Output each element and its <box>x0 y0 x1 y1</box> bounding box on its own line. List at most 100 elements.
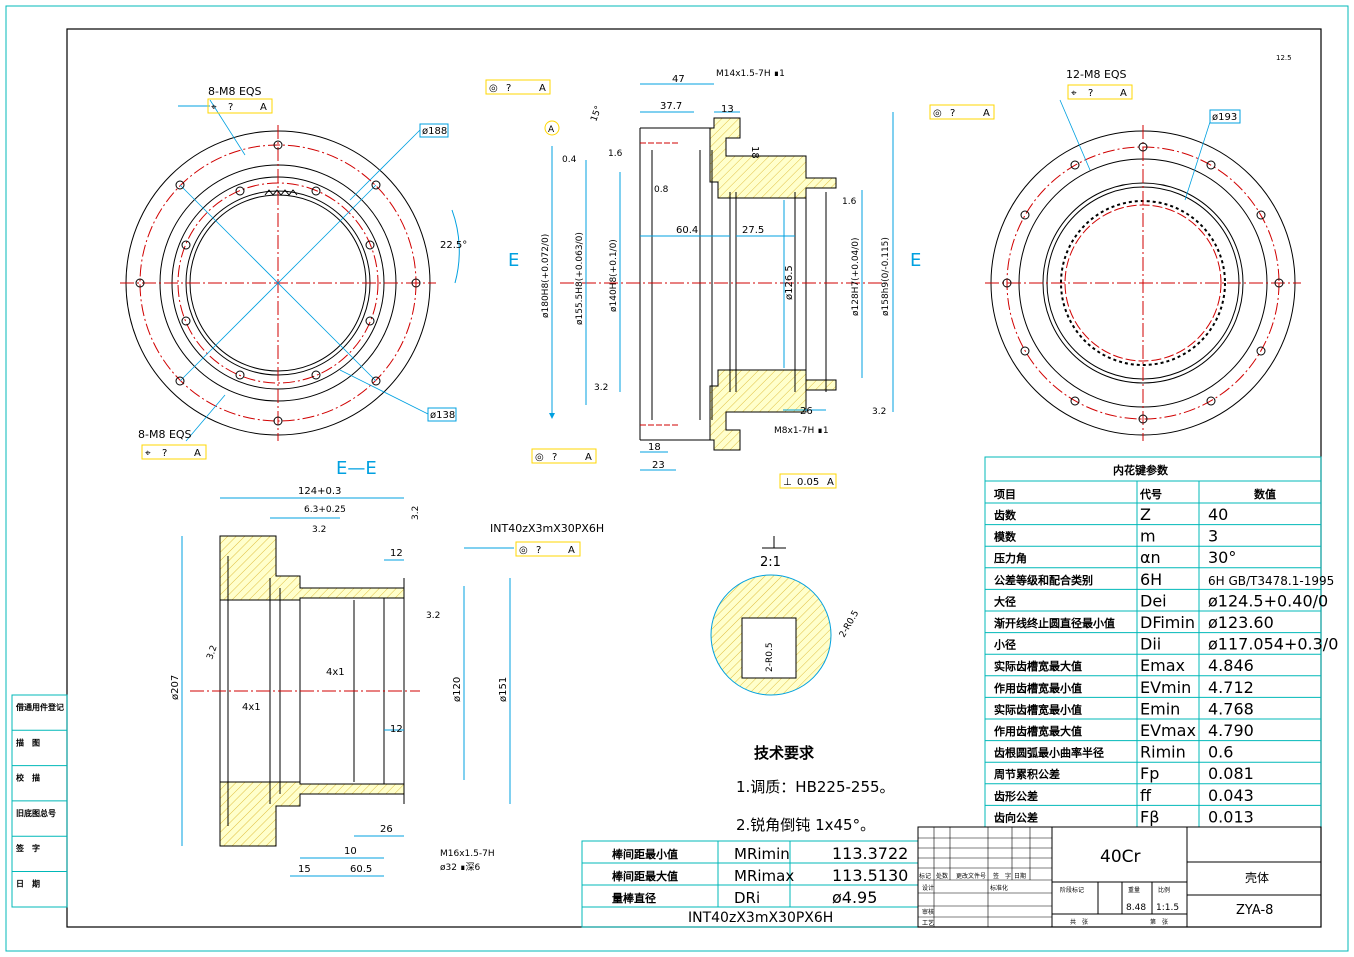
detail-scale: 2:1 <box>760 555 781 570</box>
d604-label: 60.4 <box>676 225 698 236</box>
d13-label: 13 <box>721 104 734 115</box>
angle-label: 22.5° <box>440 240 467 251</box>
spline-row-symbol: m <box>1140 527 1156 546</box>
gtol-val: ? <box>536 545 541 556</box>
spline-row-symbol: Dei <box>1140 591 1167 610</box>
d26-label: 26 <box>800 406 813 417</box>
spline-row-item: 渐开线终止圆直径最小值 <box>994 616 1115 630</box>
dia140-label: ø140H8(+0.1/0) <box>609 239 619 312</box>
d12a-label: 12 <box>390 548 403 559</box>
dia120-label: ø120 <box>452 677 463 702</box>
pin-row-item: 棒间距最小值 <box>612 847 678 861</box>
pin-row-item: 量棒直径 <box>612 891 656 905</box>
spline-row-item: 小径 <box>993 638 1016 652</box>
spline-row-item: 周节累积公差 <box>994 767 1060 781</box>
spline-row-value: 4.768 <box>1208 699 1254 718</box>
tech-item1: 1.调质：HB225-255。 <box>736 778 895 796</box>
spline-row-value: 40 <box>1208 505 1228 524</box>
d18-label: 18 <box>648 442 661 453</box>
mass-value: 8.48 <box>1126 903 1146 913</box>
gtol-datum: A <box>1120 88 1127 99</box>
top-right-view: 12-M8 EQS ⌖ ? A ø193 <box>985 68 1301 441</box>
gtol-left-datum: A <box>539 83 546 94</box>
spline-row-value: 0.013 <box>1208 807 1254 826</box>
material-label: 40Cr <box>1100 847 1141 867</box>
holes-bottom-label: 8-M8 EQS <box>138 428 192 441</box>
pin-row-value: ø4.95 <box>832 888 877 907</box>
gtol-bottom-val: ? <box>552 452 557 463</box>
h-std: 标准化 <box>990 884 1008 892</box>
spline-row-item: 齿数 <box>994 508 1017 522</box>
pin-row-symbol: MRimin <box>734 845 790 863</box>
tech-item2: 2.锐角倒钝 1x45°。 <box>736 816 875 834</box>
side-label: 描 图 <box>16 737 40 747</box>
thread-label: M16x1.5-7H <box>440 849 495 859</box>
h-date: 日期 <box>1014 872 1026 880</box>
spline-row-value: 4.846 <box>1208 656 1254 675</box>
th-item: 项目 <box>994 488 1016 501</box>
detail-view: 2:1 2-R0.5 2-R0.5 <box>710 536 861 696</box>
spline-row-symbol: EVmin <box>1140 678 1191 697</box>
perp-val: 0.05 <box>797 477 819 488</box>
h-stage: 阶段标记 <box>1060 886 1084 894</box>
spline-label: INT40zX3mX30PX6H <box>490 522 604 535</box>
angle-15-label: 15° <box>589 105 604 123</box>
perp-datum: A <box>827 477 834 488</box>
spline-row-value: ø123.60 <box>1208 613 1274 632</box>
gtol-left-sym: ◎ <box>489 83 498 94</box>
pin-row-value: 113.5130 <box>832 866 908 885</box>
thread-bottom-label: M8x1-7H ∎1 <box>774 426 829 436</box>
gtol-bottom-sym: ◎ <box>535 452 544 463</box>
outer-border <box>5 5 1349 952</box>
pin-row-symbol: DRi <box>734 889 760 907</box>
r32a-label: 3.2 <box>312 525 326 535</box>
spline-row-symbol: Rimin <box>1140 743 1186 762</box>
d47-label: 47 <box>672 74 685 85</box>
gtol-top-val: ? <box>228 102 233 113</box>
dia-138-label: ø138 <box>430 410 455 421</box>
h-mark: 标记 <box>919 872 931 880</box>
d15-label: 15 <box>298 864 311 875</box>
c4x1a-label: 4x1 <box>326 667 345 678</box>
spline-row-item: 公差等级和配合类别 <box>994 573 1093 587</box>
holes-top-label: 8-M8 EQS <box>208 85 262 98</box>
pin-row-symbol: MRimax <box>734 867 794 885</box>
spline-row-value: 3 <box>1208 527 1218 546</box>
detail-r2: 2-R0.5 <box>838 609 861 640</box>
dia207-label: ø207 <box>170 675 181 700</box>
dia180-label: ø180H8(+0.072/0) <box>541 234 551 318</box>
spline-row-item: 齿向公差 <box>994 810 1038 824</box>
dia-188-label: ø188 <box>422 126 447 137</box>
d275-label: 27.5 <box>742 225 764 236</box>
spline-row-symbol: 6H <box>1140 570 1162 589</box>
spline-row-item: 实际齿槽宽最大值 <box>994 659 1082 673</box>
d18r-label: 18 <box>749 146 760 159</box>
gtol-top-datum: A <box>260 102 267 113</box>
dia158-label: ø158h9(0/-0.115) <box>881 237 891 316</box>
spline-row-value: 0.081 <box>1208 764 1254 783</box>
gtol-top-sym: ⌖ <box>211 102 217 113</box>
spline-row-symbol: Emin <box>1140 699 1180 718</box>
h-sheet: 第 张 <box>1150 918 1168 926</box>
part-name: 壳体 <box>1245 871 1269 885</box>
r32c-label: 3.2 <box>426 611 440 621</box>
side-label: 旧底图总号 <box>16 808 56 818</box>
spline-row-value: ø117.054+0.3/0 <box>1208 635 1338 654</box>
r04-label: 0.4 <box>562 155 577 165</box>
h-file: 更改文件号 <box>956 872 986 880</box>
gtol-bottom-datum: A <box>585 452 592 463</box>
spline-row-item: 作用齿槽宽最大值 <box>994 724 1082 738</box>
dia1265-label: ø126.5 <box>784 265 795 300</box>
h-scale: 比例 <box>1158 886 1170 894</box>
r32-label: 3.2 <box>594 383 608 393</box>
spline-row-symbol: ff <box>1140 786 1152 805</box>
d377-label: 37.7 <box>660 101 682 112</box>
section-ee-view: E—E 124+0.3 6.3+0.25 3.2 3.2 3.2 12 12 I… <box>170 458 604 877</box>
holes-label: 12-M8 EQS <box>1066 68 1127 81</box>
d605-label: 60.5 <box>350 864 372 875</box>
side-label: 借通用件登记 <box>15 702 64 712</box>
gtol-val: ? <box>1088 88 1093 99</box>
h-process: 工艺 <box>922 919 934 927</box>
